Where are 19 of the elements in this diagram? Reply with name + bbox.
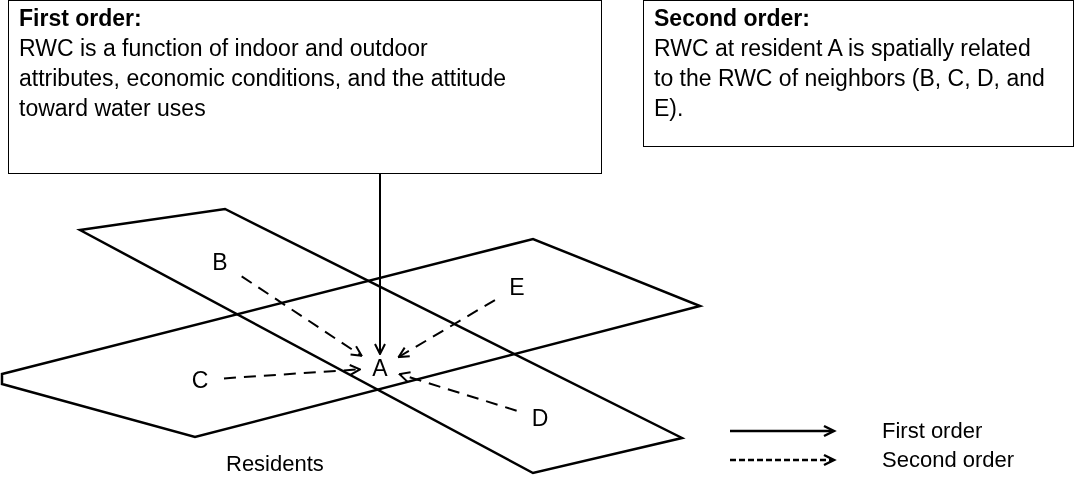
box-heading: Second order: (654, 4, 811, 33)
legend-label: First order (882, 418, 983, 444)
box-heading: First order: (19, 4, 143, 33)
legend-label: Second order (882, 447, 1015, 473)
resident-label: B (210, 248, 230, 276)
arrow (398, 371, 518, 412)
plane-caption: Residents (226, 452, 324, 476)
resident-label: A (370, 354, 390, 382)
text-box (8, 0, 602, 174)
arrow (374, 173, 386, 355)
arrow (240, 275, 363, 357)
text-box (643, 0, 1074, 147)
arrow (397, 299, 496, 358)
resident-label: E (507, 273, 527, 301)
box-text: RWC at resident A is spatially related to the RWC of neighbors (B, C, D, and E). (654, 34, 1046, 123)
resident-label: D (530, 404, 550, 432)
resident-label: C (190, 366, 210, 394)
box-text: RWC is a function of indoor and outdoor attributes, economic conditions, and the attitude toward water uses (19, 34, 508, 123)
arrow (222, 364, 361, 380)
